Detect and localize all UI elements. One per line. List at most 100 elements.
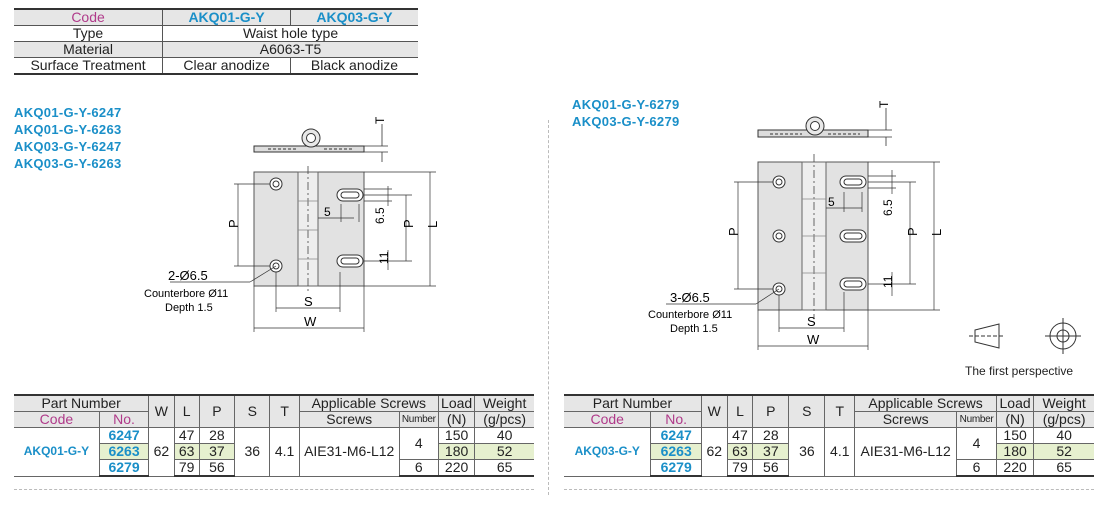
value-W: 62 (148, 427, 175, 477)
value-weight: 65 (474, 459, 534, 477)
parts-table-right: Part Number W L P S T Applicable Screws … (564, 394, 1094, 477)
part-no: 6263 (98, 443, 150, 460)
counterbore-label: Counterbore Ø11 (144, 288, 228, 300)
header-weight-unit: (g/pcs) (1033, 411, 1094, 428)
dim-T-label: T (373, 116, 387, 124)
part-no: 6247 (98, 427, 150, 444)
value-load: 150 (437, 427, 476, 444)
value-P: 56 (752, 459, 790, 477)
header-W: W (700, 394, 728, 428)
hinge-plate (253, 166, 365, 292)
dim-11-label: 11 (881, 275, 895, 288)
bottom-rule (14, 489, 534, 490)
header-L: L (726, 394, 754, 428)
model-list-left: AKQ01-G-Y-6247 AKQ01-G-Y-6263 AKQ03-G-Y-… (14, 104, 122, 172)
value-number: 4 (956, 427, 997, 460)
part-code: AKQ01-G-Y (14, 427, 100, 477)
value-S: 36 (234, 427, 271, 477)
spec-surface-1: Clear anodize (162, 57, 292, 75)
dim-S-label: S (304, 294, 313, 309)
dim-P-label: P (226, 219, 241, 228)
value-number: 4 (398, 427, 439, 460)
dim-6-5-label: 6.5 (881, 199, 895, 216)
spec-material-value: A6063-T5 (162, 41, 418, 58)
model-item: AKQ01-G-Y-6263 (14, 122, 122, 137)
value-screw: AIE31-M6-L12 (854, 427, 958, 477)
value-P: 56 (198, 459, 236, 477)
dim-T-label: T (877, 100, 891, 108)
header-applicable-screws: Applicable Screws (298, 394, 439, 412)
dim-L-label: L (425, 221, 440, 228)
value-L: 79 (726, 459, 754, 477)
header-load-unit: (N) (995, 411, 1035, 428)
dim-W-label: W (304, 314, 317, 329)
table-row: AKQ01-G-Y 6247 62 47 28 36 4.1 AIE31-M6-… (14, 427, 534, 477)
value-load: 180 (995, 443, 1035, 460)
section-divider (548, 120, 549, 495)
header-no: No. (650, 411, 702, 428)
hole-spec-label: 3-Ø6.5 (670, 290, 710, 305)
dim-6-5-label: 6.5 (373, 207, 387, 224)
spec-surface-label: Surface Treatment (14, 57, 164, 75)
header-T: T (269, 394, 300, 428)
value-weight: 65 (1033, 459, 1094, 477)
value-L: 63 (726, 443, 754, 460)
value-weight: 52 (474, 443, 534, 460)
parts-table-left: Part Number W L P S T Applicable Screws … (14, 394, 534, 477)
value-P: 28 (752, 427, 790, 444)
value-T: 4.1 (269, 427, 300, 477)
header-number: Number (956, 411, 997, 428)
value-load: 220 (437, 459, 476, 477)
hole-spec-label: 2-Ø6.5 (168, 268, 208, 283)
value-weight: 40 (474, 427, 534, 444)
dim-L-label: L (929, 229, 944, 236)
value-L: 63 (173, 443, 200, 460)
header-weight: Weight (1033, 394, 1094, 412)
table-row: 6263 63 37 180 52 (14, 443, 534, 460)
depth-label: Depth 1.5 (670, 323, 718, 335)
model-item: AKQ03-G-Y-6263 (14, 156, 122, 171)
table-row: 6263 63 37 180 52 (564, 443, 1094, 460)
model-item: AKQ03-G-Y-6279 (572, 114, 680, 129)
spec-type-value: Waist hole type (162, 25, 418, 42)
header-load: Load (437, 394, 476, 412)
hinge-side-view (253, 128, 365, 153)
value-W: 62 (700, 427, 728, 477)
spec-type-label: Type (14, 25, 164, 42)
header-W: W (148, 394, 175, 428)
value-L: 79 (173, 459, 200, 477)
value-L: 47 (726, 427, 754, 444)
value-screw: AIE31-M6-L12 (298, 427, 400, 477)
value-load: 220 (995, 459, 1035, 477)
part-no: 6279 (650, 459, 702, 477)
dim-P-label: P (726, 227, 741, 236)
header-part-number: Part Number (564, 394, 702, 412)
header-S: S (234, 394, 271, 428)
header-code: Code (564, 411, 652, 428)
projection-caption: The first perspective (965, 364, 1074, 378)
value-P: 37 (198, 443, 236, 460)
dim-5-label: 5 (828, 195, 835, 209)
header-applicable-screws: Applicable Screws (854, 394, 997, 412)
first-angle-projection-icon (969, 318, 1081, 354)
part-no: 6263 (650, 443, 702, 460)
spec-material-label: Material (14, 41, 164, 58)
header-screws: Screws (298, 411, 400, 428)
hinge-drawing-large: T P (648, 100, 944, 350)
header-weight-unit: (g/pcs) (474, 411, 534, 428)
header-L: L (173, 394, 200, 428)
model-item: AKQ03-G-Y-6247 (14, 139, 122, 154)
header-T: T (824, 394, 856, 428)
value-number: 6 (956, 459, 997, 477)
header-code: Code (14, 411, 100, 428)
depth-label: Depth 1.5 (165, 302, 213, 314)
part-code: AKQ03-G-Y (564, 427, 652, 477)
hinge-side-view (757, 116, 869, 138)
spec-surface-2: Black anodize (290, 57, 418, 75)
table-row: AKQ03-G-Y 6247 62 47 28 36 4.1 AIE31-M6-… (564, 427, 1094, 477)
counterbore-label: Counterbore Ø11 (648, 309, 732, 321)
model-item: AKQ01-G-Y-6247 (14, 105, 122, 120)
hinge-plate (757, 154, 869, 318)
spec-table: Code AKQ01-G-Y AKQ03-G-Y Type Waist hole… (14, 8, 418, 75)
table-row: 6279 79 56 6 220 65 (564, 459, 1094, 477)
